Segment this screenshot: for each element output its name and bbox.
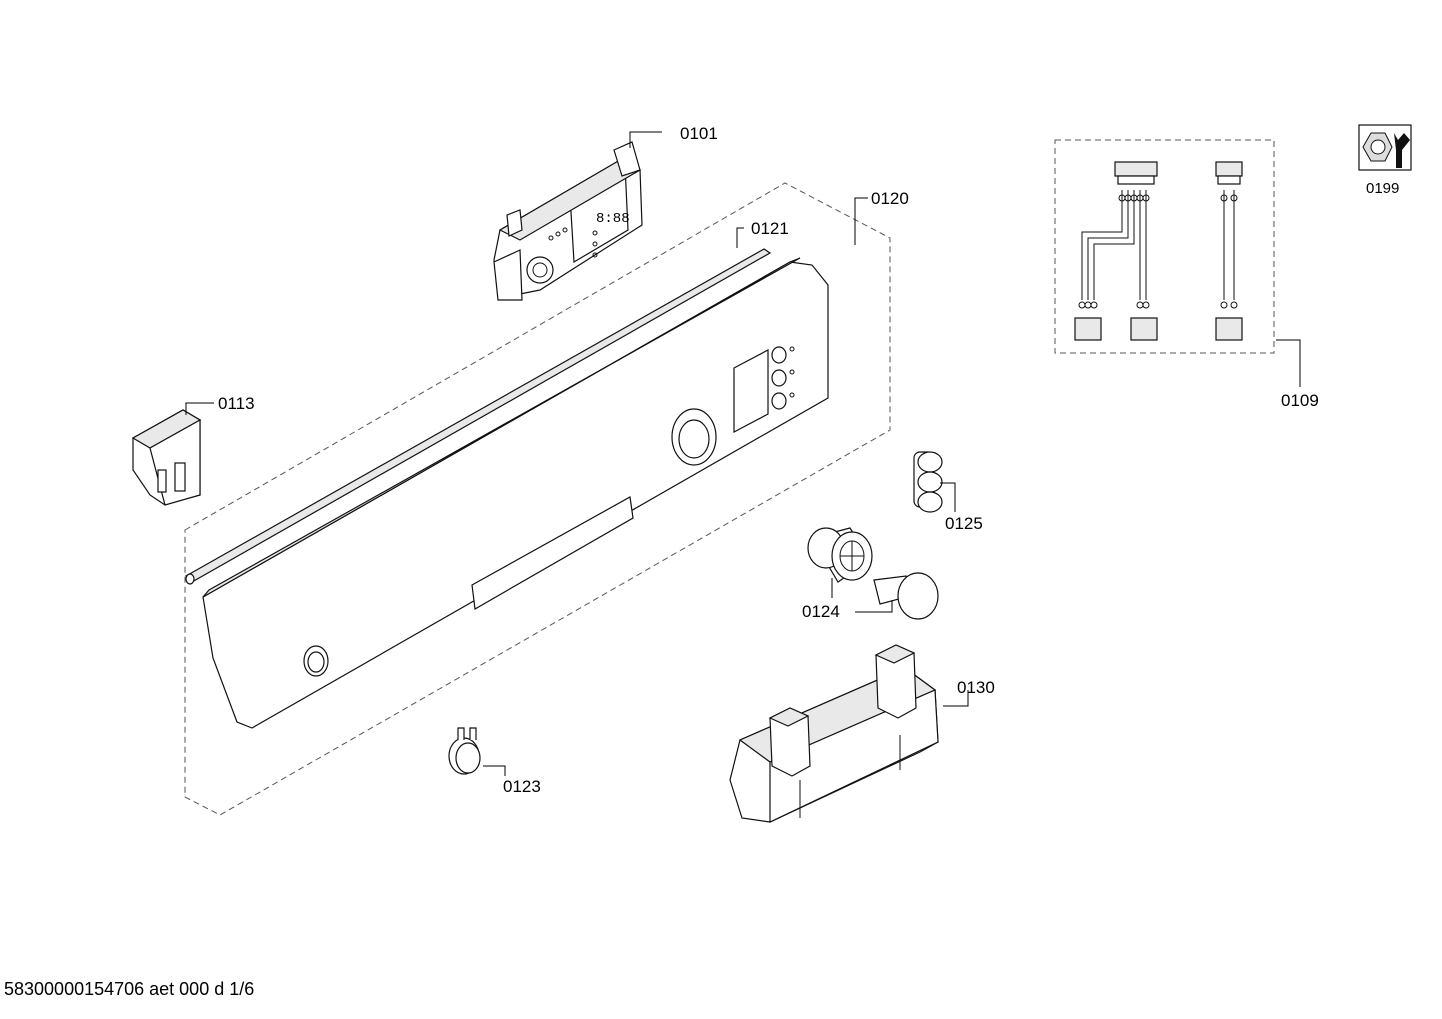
leader-lines [185,131,1301,776]
seal-strip[interactable] [185,248,772,585]
label-0123: 0123 [503,777,541,796]
label-0124: 0124 [802,602,840,621]
wiring-harness-set[interactable] [1054,139,1275,354]
label-0130: 0130 [957,678,995,697]
lower-housing-bracket[interactable] [729,644,939,823]
label-0199: 0199 [1366,180,1399,197]
label-0109: 0109 [1281,391,1319,410]
small-clip[interactable] [448,727,481,775]
label-0101: 0101 [680,124,718,143]
label-0121: 0121 [751,219,789,238]
label-0125: 0125 [945,514,983,533]
document-id-footer: 58300000154706 aet 000 d 1/6 [4,979,255,999]
rotary-knob[interactable] [807,527,939,620]
control-panel-fascia[interactable] [202,257,829,729]
label-0120: 0120 [871,189,909,208]
push-buttons[interactable] [913,451,943,513]
svg-text:8:88: 8:88 [596,211,630,227]
electronic-control-module[interactable]: 8:88 [493,141,643,301]
service-tool-icon [1358,124,1412,171]
panel-group-boundary [184,182,891,816]
label-0113: 0113 [218,394,255,413]
mounting-bracket[interactable] [131,409,202,506]
